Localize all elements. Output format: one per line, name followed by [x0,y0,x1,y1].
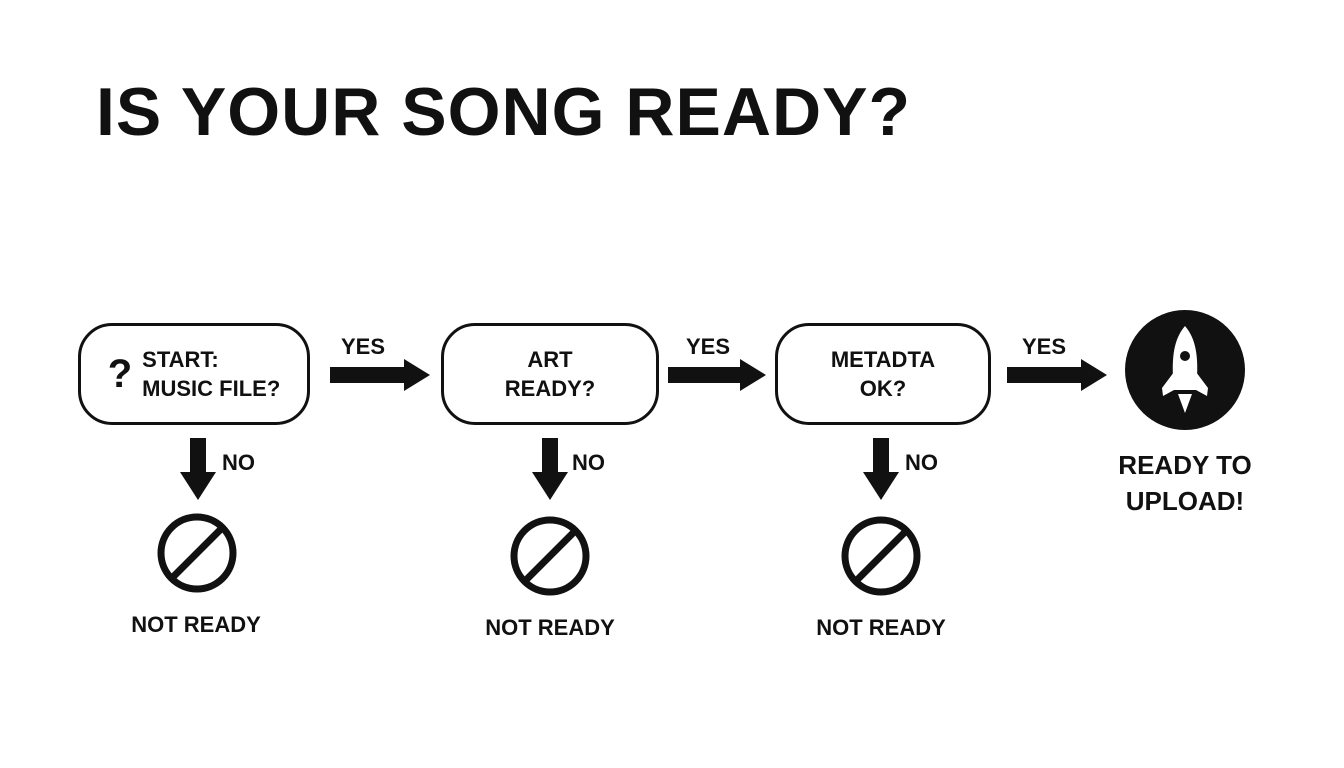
yes-label: YES [686,334,731,359]
step-line: OK? [859,376,907,401]
no-arrow-3 [863,438,899,500]
end-line: READY TO [1118,450,1252,480]
yes-label: YES [341,334,386,359]
step-line: METADTA [830,347,936,372]
question-mark-icon: ? [107,352,133,396]
no-label: NO [572,450,605,475]
no-label: NO [222,450,255,475]
step-art-ready: ART READY? [441,323,659,425]
step-line: ART [527,347,573,372]
not-ready-label: NOT READY [816,615,946,640]
no-entry-icon-1 [157,513,237,593]
no-entry-icon-2 [510,516,590,596]
step-line: MUSIC FILE? [142,376,281,401]
page-title: IS YOUR SONG READY? [96,74,911,150]
yes-arrow-1 [330,359,430,391]
no-arrow-1 [180,438,216,500]
rocket-icon [1125,310,1245,430]
step-metadata-ok: METADTA OK? [775,323,991,425]
end-line: UPLOAD! [1125,486,1245,516]
ready-to-upload-label: READY TO UPLOAD! [1095,447,1275,519]
step-start-music-file: ? START: MUSIC FILE? [78,323,310,425]
yes-arrow-2 [668,359,766,391]
no-label: NO [905,450,938,475]
no-entry-icon-3 [841,516,921,596]
yes-label: YES [1022,334,1067,359]
step-line: READY? [504,376,596,401]
no-arrow-2 [532,438,568,500]
step-line: START: [142,347,219,372]
yes-arrow-3 [1007,359,1107,391]
not-ready-label: NOT READY [131,612,261,637]
not-ready-label: NOT READY [485,615,615,640]
